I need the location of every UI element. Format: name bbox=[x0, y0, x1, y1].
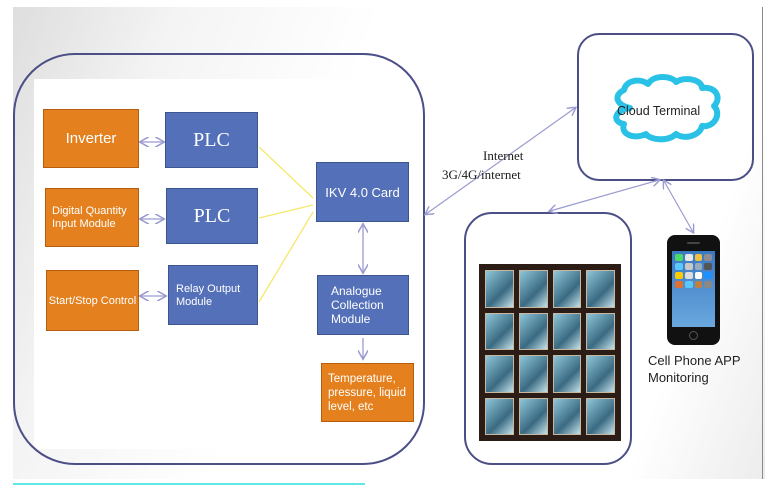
digital-input-block: Digital Quantity Input Module bbox=[45, 188, 139, 247]
analogue-module-label: Analogue Collection Module bbox=[331, 284, 384, 326]
local-system-container bbox=[13, 53, 425, 465]
monitor-screen bbox=[518, 397, 548, 435]
monitor-screen bbox=[485, 270, 514, 308]
smartphone-icon bbox=[667, 235, 720, 345]
start-stop-label: Start/Stop Control bbox=[48, 294, 137, 307]
connector-relay-ikv bbox=[258, 211, 314, 303]
monitor-screen bbox=[586, 312, 615, 350]
phone-screen bbox=[672, 251, 715, 327]
monitor-screen bbox=[518, 270, 548, 308]
arrow-local-cloud bbox=[426, 108, 575, 214]
phone-label-1: Cell Phone APP bbox=[648, 353, 741, 368]
plc-1-block: PLC bbox=[165, 112, 258, 168]
relay-output-label: Relay Output Module bbox=[176, 283, 241, 308]
ikv-card-block: IKV 4.0 Card bbox=[316, 162, 409, 222]
phone-speaker bbox=[687, 242, 700, 244]
monitor-screen bbox=[552, 312, 582, 350]
arrow-cloud-phone bbox=[664, 181, 693, 232]
video-wall-image bbox=[479, 264, 621, 441]
sensors-block: Temperature, pressure, liquid level, etc bbox=[321, 363, 414, 422]
sensors-label: Temperature, pressure, liquid level, etc bbox=[328, 372, 406, 413]
monitor-screen bbox=[485, 397, 514, 435]
plc-2-block: PLC bbox=[166, 188, 258, 244]
monitor-screen bbox=[552, 397, 582, 435]
monitor-screen bbox=[586, 270, 615, 308]
start-stop-block: Start/Stop Control bbox=[46, 270, 139, 331]
monitor-screen bbox=[518, 312, 548, 350]
analogue-module-block: Analogue Collection Module bbox=[317, 275, 409, 335]
arrow-cloud-monitors bbox=[550, 180, 659, 211]
connector-plc1-ikv bbox=[258, 146, 314, 199]
connector-plc2-ikv bbox=[258, 204, 314, 219]
inverter-block: Inverter bbox=[43, 109, 139, 168]
phone-home-button bbox=[689, 331, 698, 340]
ikv-card-label: IKV 4.0 Card bbox=[325, 184, 400, 200]
monitor-screen bbox=[552, 355, 582, 393]
network-label-2: 3G/4G/internet bbox=[442, 167, 521, 182]
monitor-screen bbox=[485, 312, 514, 350]
slide-right-border bbox=[762, 7, 763, 479]
monitor-screen bbox=[485, 355, 514, 393]
plc-1-label: PLC bbox=[193, 128, 230, 151]
monitor-screen bbox=[586, 355, 615, 393]
inverter-label: Inverter bbox=[65, 130, 117, 147]
network-label-1: Internet bbox=[483, 148, 524, 163]
plc-2-label: PLC bbox=[193, 204, 231, 227]
monitor-screen bbox=[552, 270, 582, 308]
relay-output-block: Relay Output Module bbox=[168, 265, 258, 325]
bottom-accent-line bbox=[13, 483, 365, 485]
digital-input-label: Digital Quantity Input Module bbox=[52, 204, 127, 230]
monitor-screen bbox=[518, 355, 548, 393]
phone-label-2: Monitoring bbox=[648, 370, 709, 385]
monitor-screen bbox=[586, 397, 615, 435]
cloud-terminal-label: Cloud Terminal bbox=[617, 104, 701, 118]
